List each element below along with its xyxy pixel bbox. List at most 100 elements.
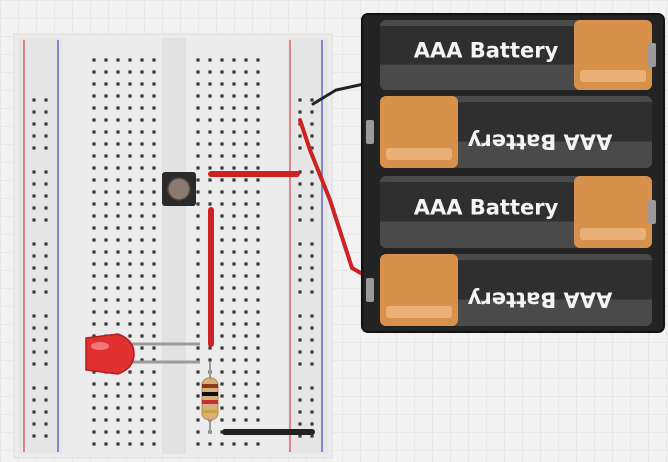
breadboard-hole[interactable] <box>256 370 260 374</box>
breadboard-hole[interactable] <box>196 262 200 266</box>
breadboard-hole[interactable] <box>128 262 132 266</box>
breadboard-hole[interactable] <box>32 254 36 258</box>
breadboard-hole[interactable] <box>128 94 132 98</box>
breadboard-hole[interactable] <box>256 118 260 122</box>
breadboard-hole[interactable] <box>140 82 144 86</box>
breadboard-hole[interactable] <box>116 310 120 314</box>
breadboard-hole[interactable] <box>256 286 260 290</box>
breadboard-hole[interactable] <box>44 254 48 258</box>
breadboard-hole[interactable] <box>220 442 224 446</box>
breadboard-hole[interactable] <box>152 190 156 194</box>
breadboard-hole[interactable] <box>44 314 48 318</box>
breadboard-hole[interactable] <box>92 82 96 86</box>
breadboard-hole[interactable] <box>256 310 260 314</box>
breadboard-hole[interactable] <box>298 290 302 294</box>
breadboard-hole[interactable] <box>104 442 108 446</box>
breadboard-hole[interactable] <box>116 406 120 410</box>
breadboard-hole[interactable] <box>220 58 224 62</box>
breadboard-hole[interactable] <box>152 250 156 254</box>
breadboard-hole[interactable] <box>310 206 314 210</box>
breadboard-hole[interactable] <box>116 166 120 170</box>
breadboard-hole[interactable] <box>140 202 144 206</box>
breadboard-hole[interactable] <box>244 226 248 230</box>
breadboard-hole[interactable] <box>152 70 156 74</box>
breadboard-hole[interactable] <box>104 178 108 182</box>
breadboard-hole[interactable] <box>298 134 302 138</box>
breadboard-hole[interactable] <box>298 182 302 186</box>
breadboard-hole[interactable] <box>32 398 36 402</box>
breadboard-hole[interactable] <box>92 406 96 410</box>
breadboard-hole[interactable] <box>232 154 236 158</box>
breadboard-hole[interactable] <box>298 386 302 390</box>
breadboard-hole[interactable] <box>310 350 314 354</box>
breadboard-hole[interactable] <box>232 382 236 386</box>
breadboard-hole[interactable] <box>152 118 156 122</box>
breadboard-hole[interactable] <box>152 238 156 242</box>
breadboard-hole[interactable] <box>208 442 212 446</box>
breadboard-hole[interactable] <box>196 226 200 230</box>
breadboard-hole[interactable] <box>44 386 48 390</box>
breadboard-hole[interactable] <box>152 154 156 158</box>
breadboard-hole[interactable] <box>232 418 236 422</box>
breadboard-hole[interactable] <box>44 134 48 138</box>
breadboard-hole[interactable] <box>298 170 302 174</box>
breadboard-hole[interactable] <box>232 370 236 374</box>
breadboard-hole[interactable] <box>196 298 200 302</box>
breadboard-hole[interactable] <box>32 278 36 282</box>
breadboard-hole[interactable] <box>92 58 96 62</box>
breadboard-hole[interactable] <box>104 70 108 74</box>
breadboard-hole[interactable] <box>140 142 144 146</box>
breadboard-hole[interactable] <box>116 142 120 146</box>
breadboard-hole[interactable] <box>152 226 156 230</box>
breadboard-hole[interactable] <box>220 238 224 242</box>
breadboard-hole[interactable] <box>208 94 212 98</box>
breadboard-hole[interactable] <box>32 410 36 414</box>
breadboard-hole[interactable] <box>104 106 108 110</box>
breadboard-hole[interactable] <box>244 106 248 110</box>
breadboard-hole[interactable] <box>128 382 132 386</box>
breadboard-hole[interactable] <box>196 142 200 146</box>
breadboard-hole[interactable] <box>32 134 36 138</box>
breadboard-hole[interactable] <box>128 442 132 446</box>
breadboard-hole[interactable] <box>44 422 48 426</box>
breadboard-hole[interactable] <box>232 190 236 194</box>
breadboard-hole[interactable] <box>104 58 108 62</box>
breadboard-hole[interactable] <box>104 190 108 194</box>
breadboard-hole[interactable] <box>196 310 200 314</box>
breadboard-hole[interactable] <box>220 202 224 206</box>
breadboard-hole[interactable] <box>116 70 120 74</box>
breadboard-hole[interactable] <box>244 334 248 338</box>
breadboard-hole[interactable] <box>256 298 260 302</box>
breadboard-hole[interactable] <box>116 226 120 230</box>
breadboard-hole[interactable] <box>220 346 224 350</box>
breadboard-hole[interactable] <box>256 106 260 110</box>
breadboard-hole[interactable] <box>32 98 36 102</box>
breadboard-hole[interactable] <box>232 298 236 302</box>
breadboard-hole[interactable] <box>116 106 120 110</box>
breadboard-hole[interactable] <box>196 442 200 446</box>
breadboard-hole[interactable] <box>208 190 212 194</box>
breadboard-hole[interactable] <box>32 206 36 210</box>
breadboard-hole[interactable] <box>140 346 144 350</box>
resistor[interactable] <box>201 362 219 434</box>
breadboard-hole[interactable] <box>152 382 156 386</box>
breadboard-hole[interactable] <box>116 418 120 422</box>
breadboard-hole[interactable] <box>152 262 156 266</box>
breadboard-hole[interactable] <box>220 142 224 146</box>
breadboard-hole[interactable] <box>92 94 96 98</box>
breadboard-hole[interactable] <box>92 322 96 326</box>
breadboard-hole[interactable] <box>128 370 132 374</box>
breadboard-hole[interactable] <box>196 202 200 206</box>
breadboard-hole[interactable] <box>208 58 212 62</box>
breadboard-hole[interactable] <box>220 370 224 374</box>
breadboard-hole[interactable] <box>196 70 200 74</box>
breadboard-hole[interactable] <box>116 262 120 266</box>
breadboard-hole[interactable] <box>310 170 314 174</box>
breadboard-hole[interactable] <box>116 250 120 254</box>
breadboard-hole[interactable] <box>310 194 314 198</box>
breadboard-hole[interactable] <box>152 94 156 98</box>
breadboard-hole[interactable] <box>104 166 108 170</box>
breadboard-hole[interactable] <box>32 362 36 366</box>
breadboard-hole[interactable] <box>310 218 314 222</box>
breadboard-hole[interactable] <box>196 406 200 410</box>
